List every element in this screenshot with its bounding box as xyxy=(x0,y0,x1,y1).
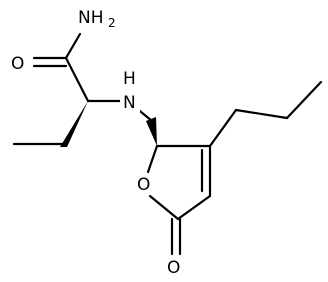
label-bg-carbonyl-o xyxy=(10,54,28,72)
bond-amide-c-n xyxy=(64,32,82,60)
bond-ring-o-c5 xyxy=(146,144,159,174)
wedge-bond-calpha-ethyl xyxy=(60,101,88,147)
amide-nitrogen-subscript: 2 xyxy=(108,16,116,30)
label-bg-amine-n xyxy=(120,86,140,122)
carbonyl-oxygen-label: O xyxy=(11,54,24,74)
wedge-bond-c5-n xyxy=(146,117,157,146)
amine-nitrogen-label: N xyxy=(123,93,136,113)
label-bg-lactone-o xyxy=(166,256,184,276)
amide-nitrogen-label: NH xyxy=(78,8,104,28)
lactone-oxygen-label: O xyxy=(167,258,180,278)
bond-c4-propyl-1 xyxy=(208,108,238,148)
amine-hydrogen-label: H xyxy=(123,69,136,89)
bond-propyl-3 xyxy=(285,80,323,120)
bond-c2-ring-o xyxy=(148,194,180,221)
label-bg-nh2 xyxy=(76,6,116,28)
ring-oxygen-label: O xyxy=(137,175,150,195)
bond-c3-c2 xyxy=(176,194,212,221)
label-bg-ring-o xyxy=(136,174,154,194)
bond-propyl-2 xyxy=(234,108,289,120)
bond-amide-c-calpha xyxy=(64,56,90,103)
